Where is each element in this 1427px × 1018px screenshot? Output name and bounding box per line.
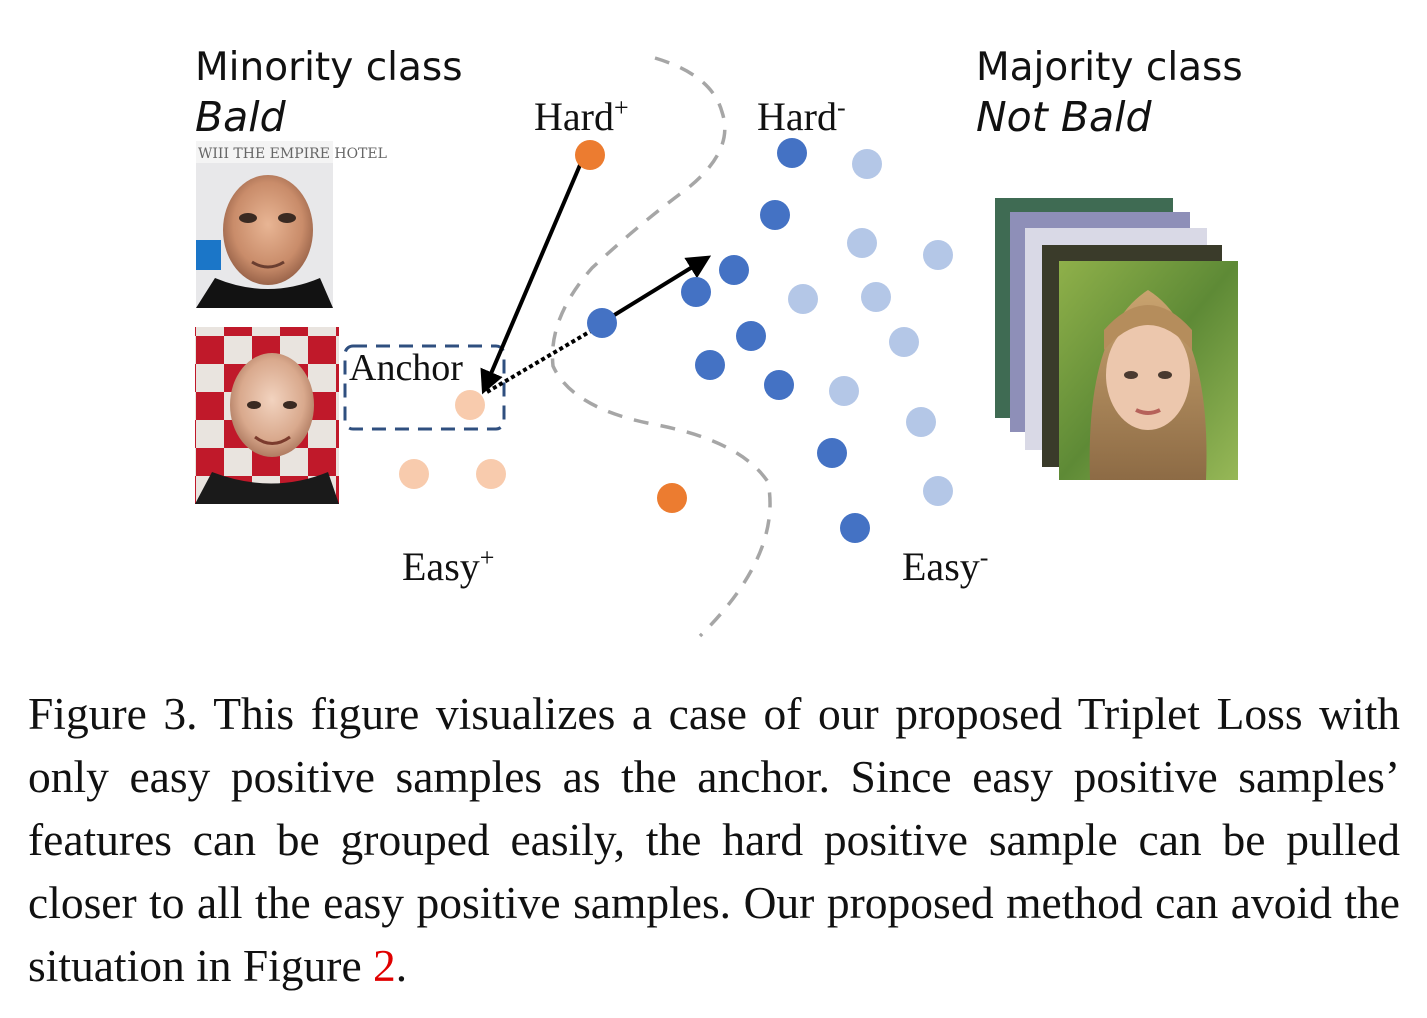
anchor-label: Anchor (349, 347, 463, 389)
minority-class-title: Minority class (195, 45, 463, 90)
anchor-box (343, 344, 506, 431)
hard-negative-point (736, 321, 766, 351)
easy-negative-point (889, 327, 919, 357)
pull-arrow (480, 164, 582, 395)
easy-negative-points (788, 149, 953, 506)
easy-positive-label: Easy+ (402, 543, 494, 589)
bald-man-photo-2 (195, 327, 339, 504)
easy-negative-point (788, 284, 818, 314)
easy-negative-point (847, 228, 877, 258)
hard-negative-point (719, 255, 749, 285)
hard-negative-point (777, 138, 807, 168)
hard-negative-point (681, 277, 711, 307)
hard-negative-label: Hard- (757, 93, 846, 139)
easy-negative-point (923, 240, 953, 270)
hard-negative-point (587, 308, 617, 338)
figure-caption: Figure 3. This figure visualizes a case … (28, 682, 1400, 997)
push-arrow (601, 255, 712, 324)
hard-negative-point (695, 350, 725, 380)
hard-negative-point (760, 200, 790, 230)
majority-class-title: Majority class (976, 45, 1243, 90)
hard-negative-point (764, 370, 794, 400)
majority-class-subtitle: Not Bald (976, 93, 1153, 141)
hard-negative-point (840, 513, 870, 543)
not-bald-photo-stack (995, 198, 1238, 480)
easy-negative-point (829, 376, 859, 406)
svg-text:WIII THE EMPIRE HOTEL: WIII THE EMPIRE HOTEL (198, 146, 387, 162)
easy-negative-label: Easy- (902, 543, 988, 589)
easy-negative-point (852, 149, 882, 179)
bald-man-photo-1: WIII THE EMPIRE HOTEL (196, 141, 387, 308)
figure-reference-link[interactable]: 2 (373, 940, 396, 991)
hard-negative-point (817, 438, 847, 468)
easy-negative-point (861, 282, 891, 312)
anchor-point (455, 390, 485, 420)
hard-positive-point (657, 483, 687, 513)
hard-negative-points (587, 138, 870, 543)
hard-positive-label: Hard+ (534, 93, 629, 139)
triplet-loss-figure: Minority class Bald Majority class Not B… (195, 45, 1243, 638)
decision-boundary (550, 56, 772, 638)
easy-negative-point (906, 407, 936, 437)
minority-class-subtitle: Bald (195, 93, 287, 141)
easy-positive-point (399, 459, 429, 489)
hard-positive-point (575, 140, 605, 170)
positive-points (399, 140, 687, 513)
caption-text: Figure 3. This figure visualizes a case … (28, 688, 1400, 991)
caption-end: . (395, 940, 408, 991)
anchor-negative-link (485, 326, 598, 394)
easy-negative-point (923, 476, 953, 506)
easy-positive-point (476, 459, 506, 489)
